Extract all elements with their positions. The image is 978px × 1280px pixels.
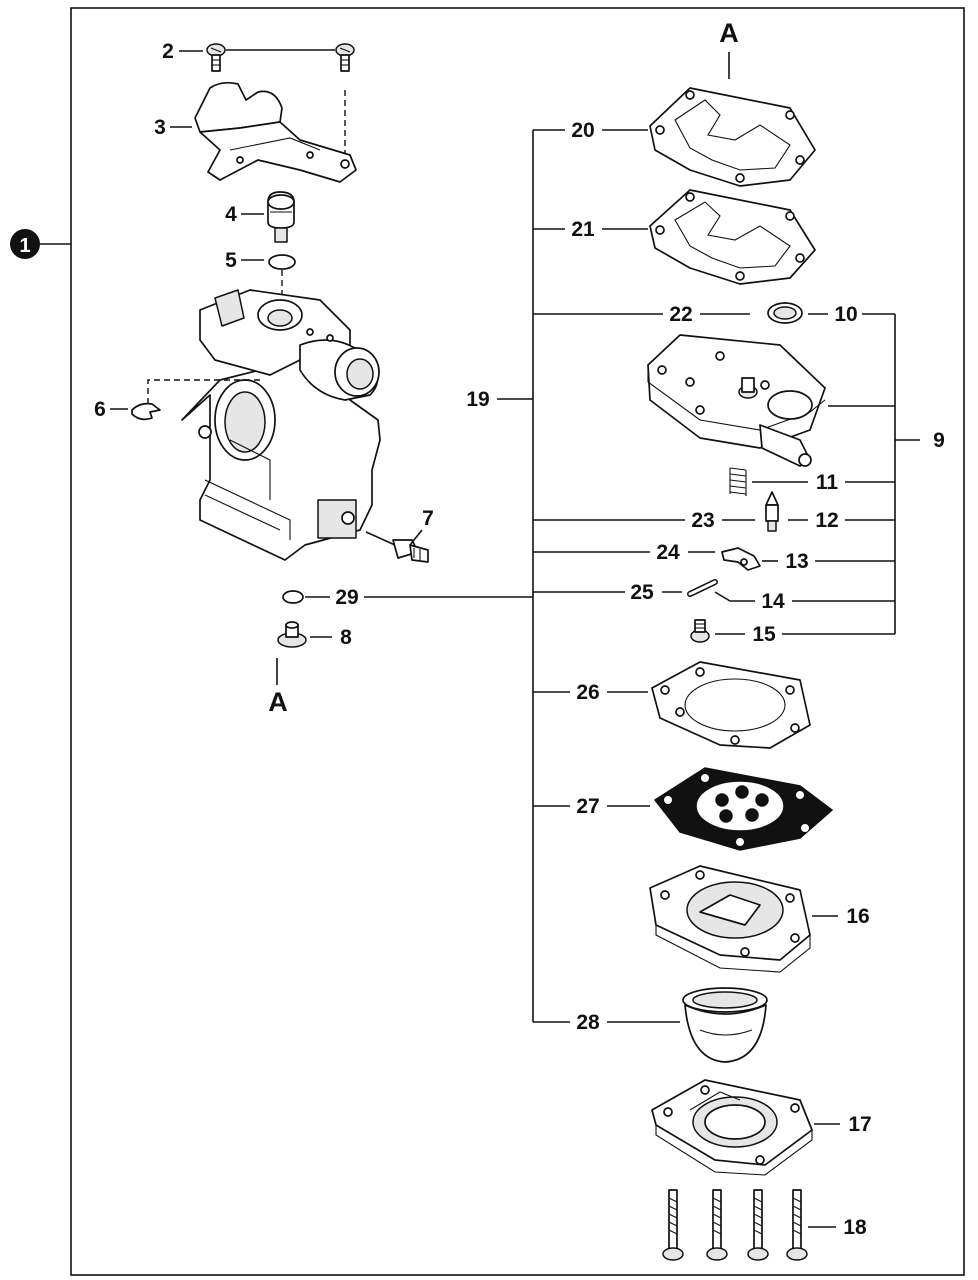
label-18: 18 bbox=[843, 1216, 867, 1239]
label-25: 25 bbox=[630, 581, 654, 604]
label-11: 11 bbox=[816, 471, 839, 494]
label-27: 27 bbox=[576, 795, 599, 818]
part-10-filter-screen bbox=[767, 302, 803, 324]
part-17-cover-plate bbox=[651, 1079, 813, 1176]
ref-letter-top: A bbox=[719, 18, 739, 48]
label-24: 24 bbox=[656, 541, 680, 564]
label-29: 29 bbox=[335, 586, 358, 609]
part-3-bracket bbox=[194, 81, 357, 183]
part-26-gasket bbox=[651, 661, 811, 749]
label-19: 19 bbox=[466, 388, 489, 411]
label-3: 3 bbox=[154, 116, 166, 139]
part-5-o-ring bbox=[268, 254, 296, 270]
leader-lines bbox=[110, 50, 920, 1228]
part-20-gasket bbox=[649, 87, 816, 187]
label-7: 7 bbox=[422, 507, 434, 530]
label-20: 20 bbox=[571, 119, 594, 142]
label-4: 4 bbox=[225, 203, 237, 226]
part-27-diaphragm bbox=[653, 767, 834, 851]
part-29-o-ring bbox=[282, 590, 304, 604]
label-5: 5 bbox=[225, 249, 237, 272]
part-labels: 2 3 4 5 6 7 29 8 19 20 21 22 23 24 25 26… bbox=[94, 40, 945, 1239]
label-6: 6 bbox=[94, 398, 106, 421]
label-9: 9 bbox=[933, 429, 945, 452]
label-2: 2 bbox=[162, 40, 174, 63]
part-4-adjuster bbox=[267, 191, 295, 243]
svg-text:1: 1 bbox=[19, 235, 30, 257]
label-22: 22 bbox=[669, 303, 692, 326]
part-28-primer-bulb bbox=[682, 987, 768, 1063]
part-8-plug bbox=[277, 621, 307, 648]
ref-letter-bottom: A bbox=[268, 687, 288, 717]
part-21-gasket bbox=[649, 189, 816, 285]
part-9-pump-body bbox=[647, 334, 826, 467]
label-23: 23 bbox=[691, 509, 714, 532]
label-13: 13 bbox=[785, 550, 808, 573]
part-16-cover bbox=[649, 865, 811, 973]
part-14-pin bbox=[687, 579, 718, 597]
label-10: 10 bbox=[834, 303, 857, 326]
label-28: 28 bbox=[576, 1011, 600, 1034]
label-16: 16 bbox=[846, 905, 869, 928]
label-8: 8 bbox=[340, 626, 352, 649]
carburetor-body bbox=[181, 289, 381, 561]
label-12: 12 bbox=[815, 509, 838, 532]
part-13-lever bbox=[721, 547, 761, 571]
diagram-frame bbox=[70, 7, 965, 1276]
part-12-needle-valve bbox=[765, 491, 779, 532]
assembly-marker: 1 bbox=[10, 229, 71, 259]
label-26: 26 bbox=[576, 681, 599, 704]
part-18-screws bbox=[662, 1189, 808, 1261]
part-6-clip bbox=[131, 379, 260, 421]
label-15: 15 bbox=[752, 623, 776, 646]
part-2-screws bbox=[206, 43, 355, 155]
label-17: 17 bbox=[848, 1113, 871, 1136]
label-21: 21 bbox=[571, 218, 595, 241]
part-15-screw bbox=[690, 619, 710, 643]
part-7-needle bbox=[365, 531, 429, 563]
label-14: 14 bbox=[761, 590, 785, 613]
part-11-spring bbox=[729, 467, 747, 496]
